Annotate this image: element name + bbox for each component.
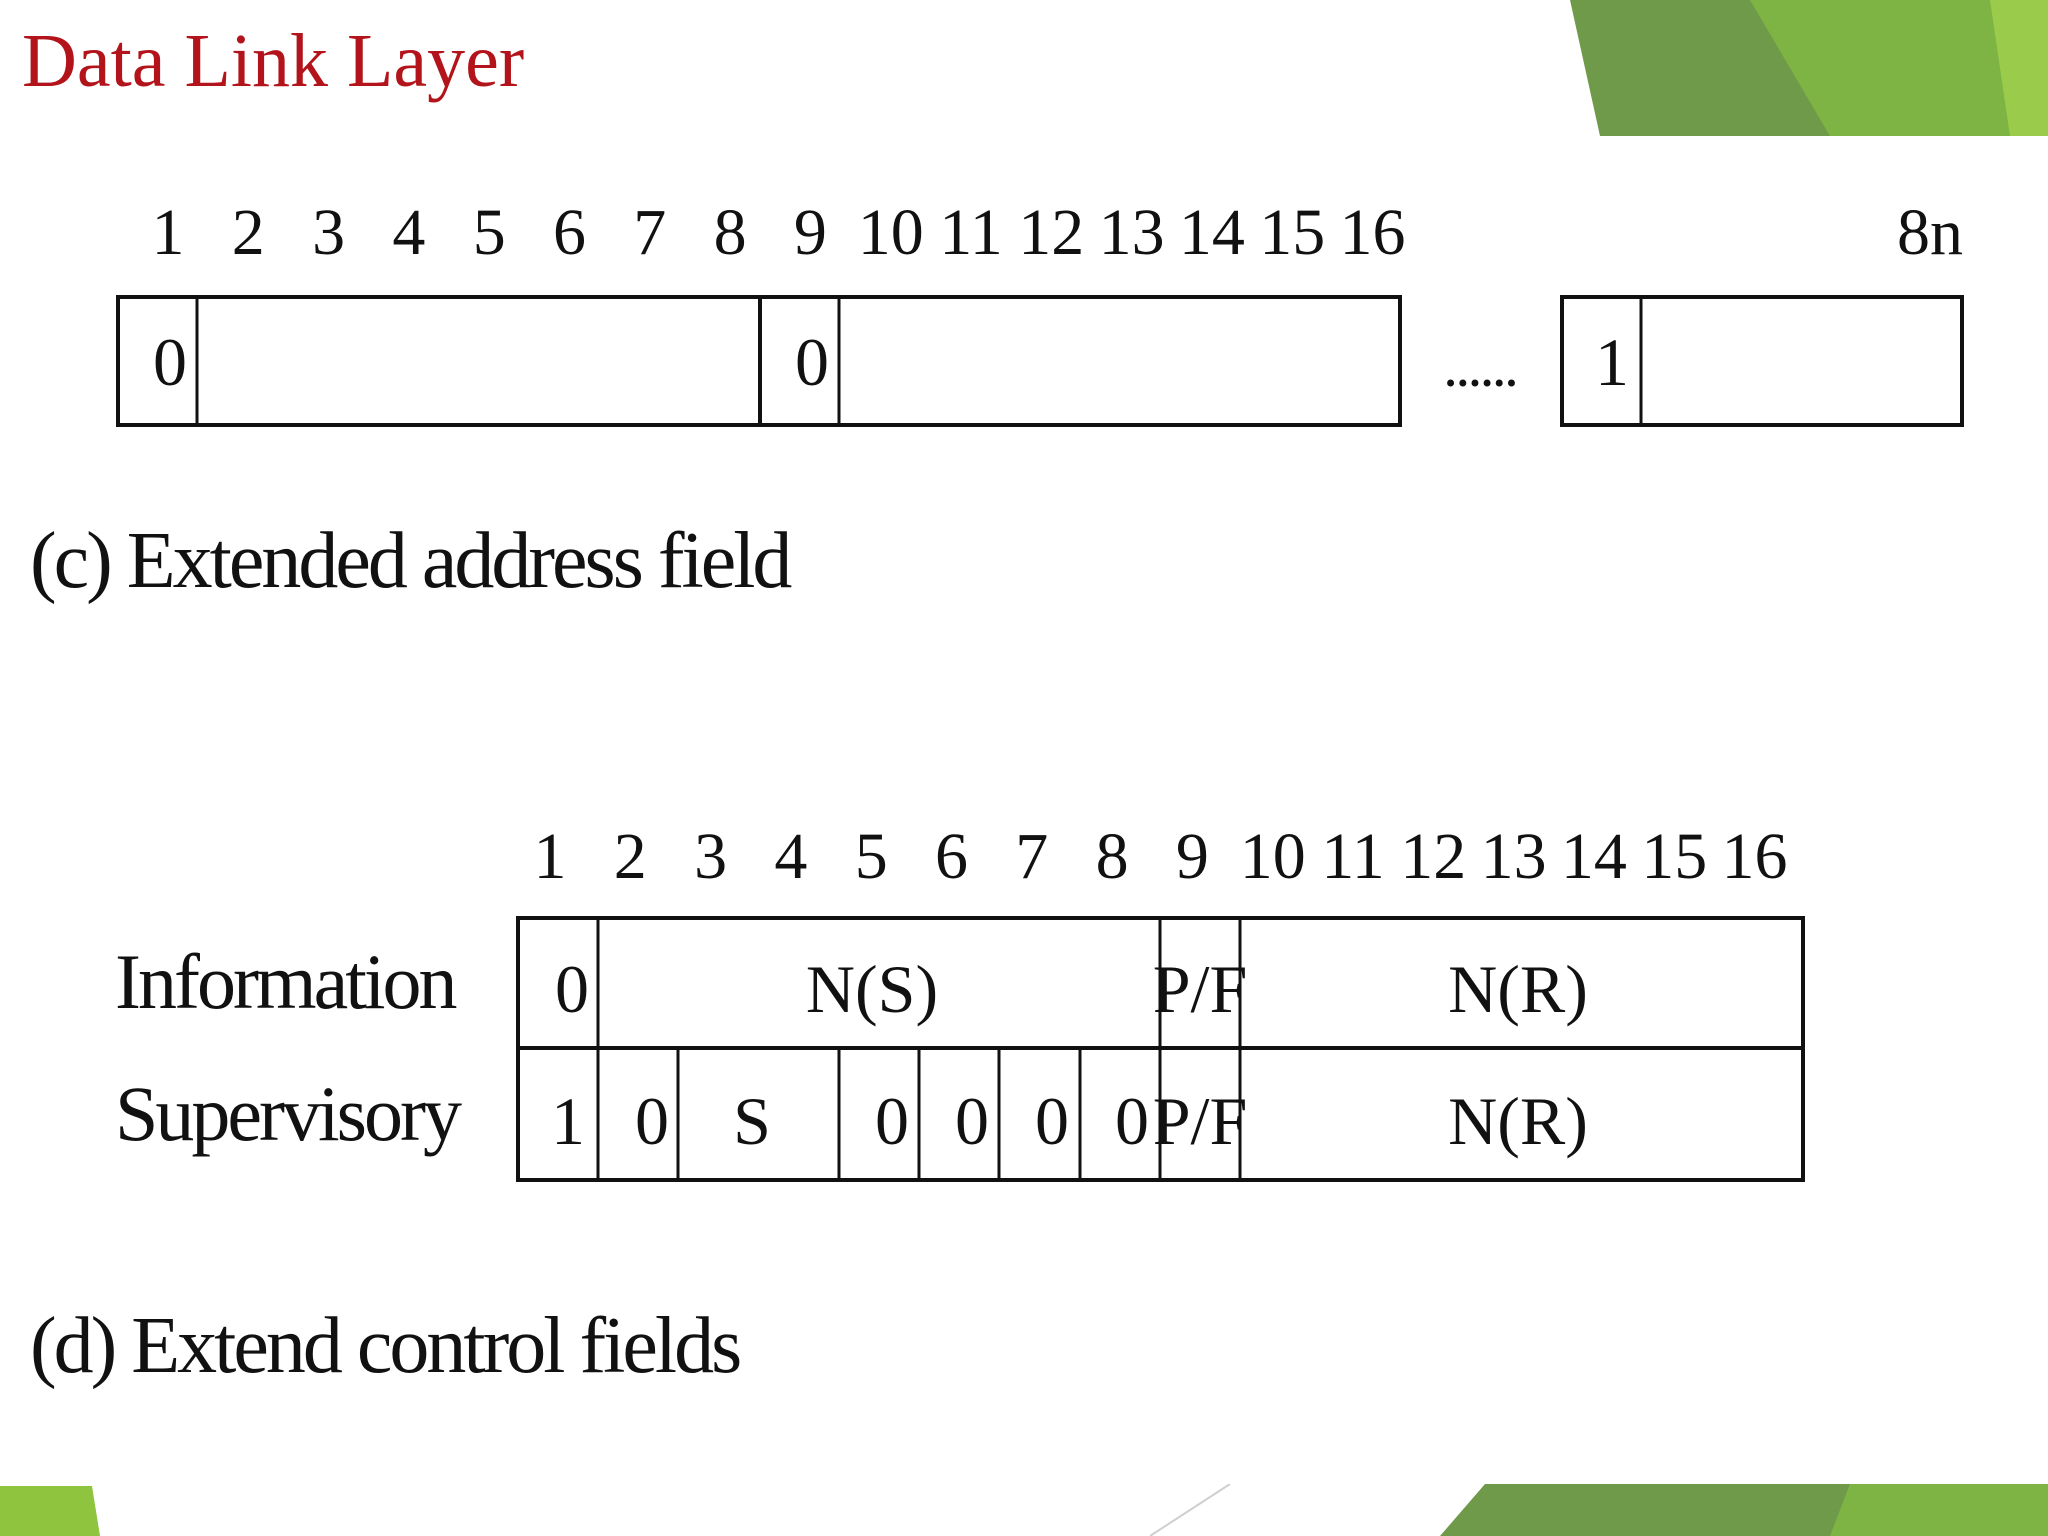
control-bit-number: 8 <box>1096 820 1129 893</box>
address-bit-number: 14 <box>1179 196 1245 269</box>
address-bit-number: 12 <box>1018 196 1084 269</box>
extended-control-caption: (d) Extend control fields <box>30 1302 740 1390</box>
control-bit-number: 13 <box>1481 820 1547 893</box>
control-bit-number: 7 <box>1015 820 1048 893</box>
address-bit-number: 8 <box>714 196 747 269</box>
address-bit-number: 11 <box>939 196 1003 269</box>
corner-decoration-bottom-right <box>1150 1484 2048 1536</box>
supervisory-type-bit-2: 0 <box>635 1083 669 1159</box>
address-bit-number: 13 <box>1099 196 1165 269</box>
extended-address-field: 0 0 1 •••••• <box>116 295 1964 427</box>
information-pf: P/F <box>1153 951 1248 1027</box>
address-ea-bit-1: 0 <box>153 324 187 400</box>
information-type-bit: 0 <box>555 951 589 1027</box>
supervisory-pf: P/F <box>1153 1083 1248 1159</box>
control-bit-number: 4 <box>774 820 807 893</box>
control-bit-number: 1 <box>534 820 567 893</box>
address-ea-bit-2: 0 <box>795 324 829 400</box>
address-octet-2 <box>758 295 1402 427</box>
address-ellipsis: •••••• <box>1444 370 1517 398</box>
supervisory-reserved-bit-5: 0 <box>875 1083 909 1159</box>
supervisory-reserved-bit-8: 0 <box>1115 1083 1149 1159</box>
information-ns: N(S) <box>806 951 938 1027</box>
address-bit-number: 3 <box>312 196 345 269</box>
address-bit-number: 15 <box>1259 196 1325 269</box>
control-bit-number: 12 <box>1400 820 1466 893</box>
supervisory-nr: N(R) <box>1448 1083 1588 1159</box>
address-octet-n <box>1560 295 1964 427</box>
control-bit-number: 15 <box>1641 820 1707 893</box>
control-bit-number: 3 <box>694 820 727 893</box>
supervisory-reserved-bit-6: 0 <box>955 1083 989 1159</box>
supervisory-reserved-bit-7: 0 <box>1035 1083 1069 1159</box>
address-bit-number: 9 <box>794 196 827 269</box>
control-bit-number: 6 <box>935 820 968 893</box>
control-bit-number: 5 <box>855 820 888 893</box>
supervisory-type-bit-1: 1 <box>551 1083 585 1159</box>
extended-control-field: 0 N(S) P/F N(R) 1 0 S 0 0 0 0 P/F N(R) <box>516 916 1805 1182</box>
control-bit-number: 2 <box>614 820 647 893</box>
address-bit-number: 16 <box>1340 196 1406 269</box>
address-bit-number: 6 <box>553 196 586 269</box>
slide-title: Data Link Layer <box>22 19 525 103</box>
address-last-bit-label: 8n <box>1897 196 1963 269</box>
corner-decoration-bottom-left <box>0 1486 100 1536</box>
address-bit-number: 7 <box>633 196 666 269</box>
address-bit-number: 5 <box>473 196 506 269</box>
address-bit-number: 4 <box>392 196 425 269</box>
address-bit-number: 10 <box>858 196 924 269</box>
control-bit-number: 16 <box>1722 820 1788 893</box>
supervisory-row-label: Supervisory <box>115 1070 462 1157</box>
control-bit-number: 9 <box>1176 820 1209 893</box>
supervisory-s-bits: S <box>733 1083 771 1159</box>
address-ea-bit-n: 1 <box>1595 324 1629 400</box>
address-octet-1 <box>116 295 762 427</box>
address-bit-number: 2 <box>232 196 265 269</box>
control-bit-number: 11 <box>1321 820 1385 893</box>
control-bit-number: 10 <box>1240 820 1306 893</box>
address-bit-number: 1 <box>152 196 185 269</box>
information-nr: N(R) <box>1448 951 1588 1027</box>
control-bit-number: 14 <box>1561 820 1627 893</box>
extended-address-caption: (c) Extended address field <box>30 517 792 605</box>
corner-decoration-top-right <box>1570 0 2048 136</box>
information-row-label: Information <box>115 938 457 1025</box>
